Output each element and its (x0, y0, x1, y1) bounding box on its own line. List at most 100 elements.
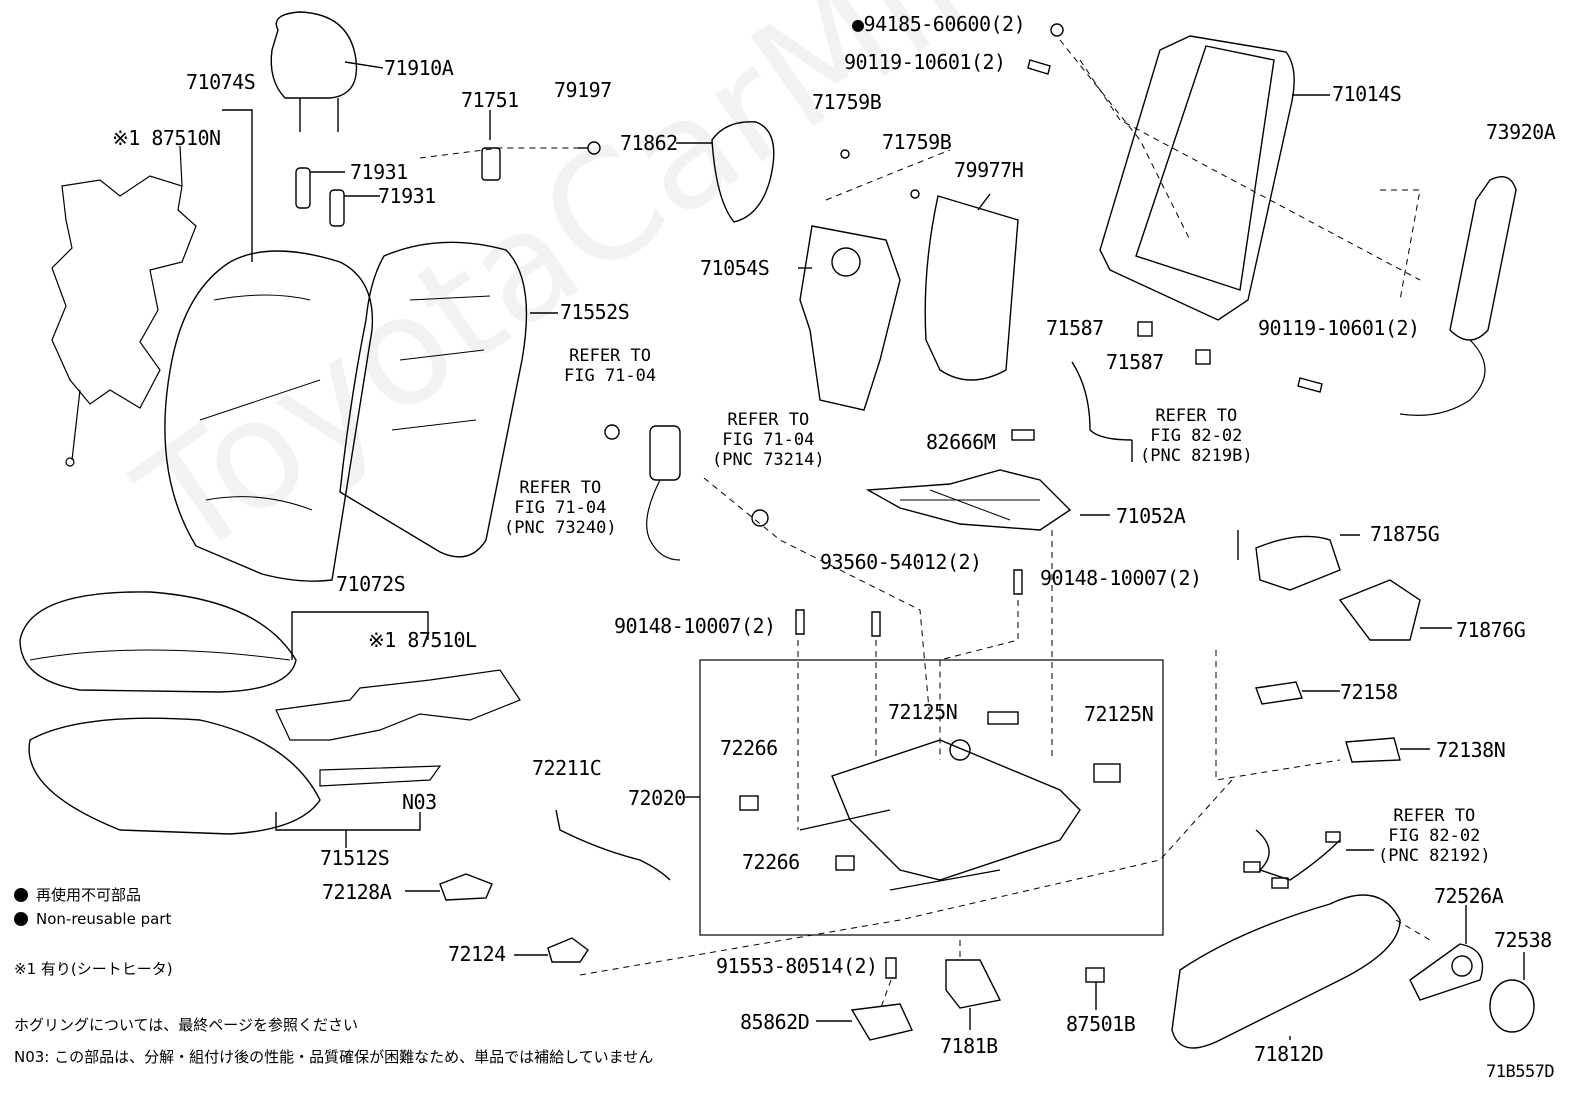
cushion-heater-illustration (275, 669, 521, 741)
label-71587-lower: 71587 (1106, 350, 1164, 374)
back-panel-illustration (798, 225, 901, 411)
label-87510N: ※1 87510N (112, 126, 221, 150)
label-90148-10007-right: 90148-10007(2) (1040, 566, 1202, 590)
clip-illustration (1137, 321, 1153, 337)
cover-illustration (711, 121, 775, 223)
bullet-icon (14, 912, 28, 926)
seatback-heater-illustration (51, 145, 197, 467)
rod-illustration (555, 809, 671, 881)
clip-illustration (910, 189, 920, 199)
bolt-illustration (795, 609, 805, 635)
clip-illustration (840, 149, 850, 159)
bolt-illustration (885, 957, 897, 979)
screw-illustration (587, 141, 601, 155)
motor-illustration (850, 1003, 913, 1041)
label-72128A: 72128A (322, 880, 392, 904)
shield-illustration (1171, 894, 1401, 1049)
nut-illustration (1050, 23, 1064, 37)
refer-note-3: REFER TO FIG 71-04 (PNC 73240) (504, 478, 617, 538)
refer-line: REFER TO (569, 346, 651, 366)
label-71052A: 71052A (1116, 504, 1186, 528)
label-72266-upper: 72266 (720, 736, 778, 760)
label-71054S: 71054S (700, 256, 770, 280)
bracket-illustration (945, 959, 1002, 1009)
refer-note-1: REFER TO FIG 71-04 (564, 346, 656, 386)
cover-illustration (1255, 681, 1303, 705)
headrest-illustration (270, 11, 384, 132)
label-71812D: 71812D (1254, 1042, 1324, 1066)
label-72125N-right: 72125N (1084, 702, 1154, 726)
legend-non-reusable-en: Non-reusable part (14, 910, 171, 928)
bolt-illustration (871, 611, 881, 637)
label-71014S: 71014S (1332, 82, 1402, 106)
clip-illustration (1195, 349, 1211, 365)
cover-illustration (1338, 579, 1421, 641)
cushion-wire-illustration (865, 469, 1110, 531)
clip-illustration (1085, 967, 1105, 983)
refer-line: REFER TO (519, 478, 602, 498)
clip-illustration (1011, 429, 1035, 441)
refer-line: REFER TO (1155, 406, 1238, 426)
label-72020: 72020 (628, 786, 686, 810)
label-71751: 71751 (461, 88, 519, 112)
label-71759B-right: 71759B (882, 130, 952, 154)
label-90119-10601-right: 90119-10601(2) (1258, 316, 1420, 340)
refer-line: FIG 82-02 (1150, 426, 1243, 446)
seat-cushion-pad-illustration (28, 717, 442, 848)
label-93560-54012: 93560-54012(2) (820, 550, 982, 574)
knob-illustration (1409, 943, 1484, 1001)
clip-illustration (481, 147, 501, 181)
refer-line: REFER TO (1393, 806, 1476, 826)
refer-note-5: REFER TO FIG 82-02 (PNC 82192) (1378, 806, 1491, 866)
refer-line: FIG 82-02 (1388, 826, 1481, 846)
label-79197: 79197 (554, 78, 612, 102)
hog-ring-note: ホグリングについては、最終ページを参照ください (14, 1016, 358, 1034)
label-71587-upper: 71587 (1046, 316, 1104, 340)
label-71072S: 71072S (336, 572, 406, 596)
label-N03: N03 (402, 790, 437, 814)
cover-illustration (1345, 737, 1401, 763)
label-72211C: 72211C (532, 756, 602, 780)
label-7181B: 7181B (940, 1034, 998, 1058)
label-72125N-left: 72125N (888, 700, 958, 724)
label-82666M: 82666M (926, 430, 996, 454)
clip-illustration (835, 855, 855, 871)
label-71910A: 71910A (384, 56, 454, 80)
seatback-cover-illustration (164, 109, 374, 582)
cover-illustration (439, 873, 493, 901)
refer-line: FIG 71-04 (722, 430, 815, 450)
label-72538: 72538 (1494, 928, 1552, 952)
bolt-illustration (1027, 59, 1051, 75)
seatback-pad-illustration (339, 241, 558, 558)
label-72266-lower: 72266 (742, 850, 800, 874)
seat-cushion-cover-illustration (19, 591, 429, 693)
legend-non-reusable-jp: 再使用不可部品 (14, 884, 141, 905)
refer-line: REFER TO (727, 410, 810, 430)
label-72158: 72158 (1340, 680, 1398, 704)
label-73920A: 73920A (1486, 120, 1556, 144)
refer-line: (PNC 8219B) (1140, 446, 1253, 466)
headrest-support-illustration (295, 167, 380, 227)
label-72124: 72124 (448, 942, 506, 966)
wire-illustration (1255, 829, 1341, 881)
bolt-illustration (1297, 377, 1323, 393)
label-71512S: 71512S (320, 846, 390, 870)
bolt-illustration (1013, 569, 1023, 595)
side-airbag-illustration (1380, 176, 1517, 416)
figure-code: 71B557D (1486, 1062, 1555, 1082)
buckle-illustration (604, 424, 769, 561)
cap-illustration (1489, 979, 1535, 1033)
label-71862: 71862 (620, 131, 678, 155)
legend-text: 再使用不可部品 (36, 886, 142, 904)
label-71759B-left: 71759B (812, 90, 882, 114)
label-71876G: 71876G (1456, 618, 1526, 642)
seat-track-illustration (799, 739, 1081, 891)
label-87510L: ※1 87510L (368, 628, 477, 652)
label-90119-10601-top: 90119-10601(2) (844, 50, 1006, 74)
label-71074S: 71074S (186, 70, 256, 94)
refer-note-4: REFER TO FIG 82-02 (PNC 8219B) (1140, 406, 1253, 466)
clip-illustration (1093, 763, 1121, 783)
label-87501B: 87501B (1066, 1012, 1136, 1036)
mat-illustration (924, 195, 1019, 381)
